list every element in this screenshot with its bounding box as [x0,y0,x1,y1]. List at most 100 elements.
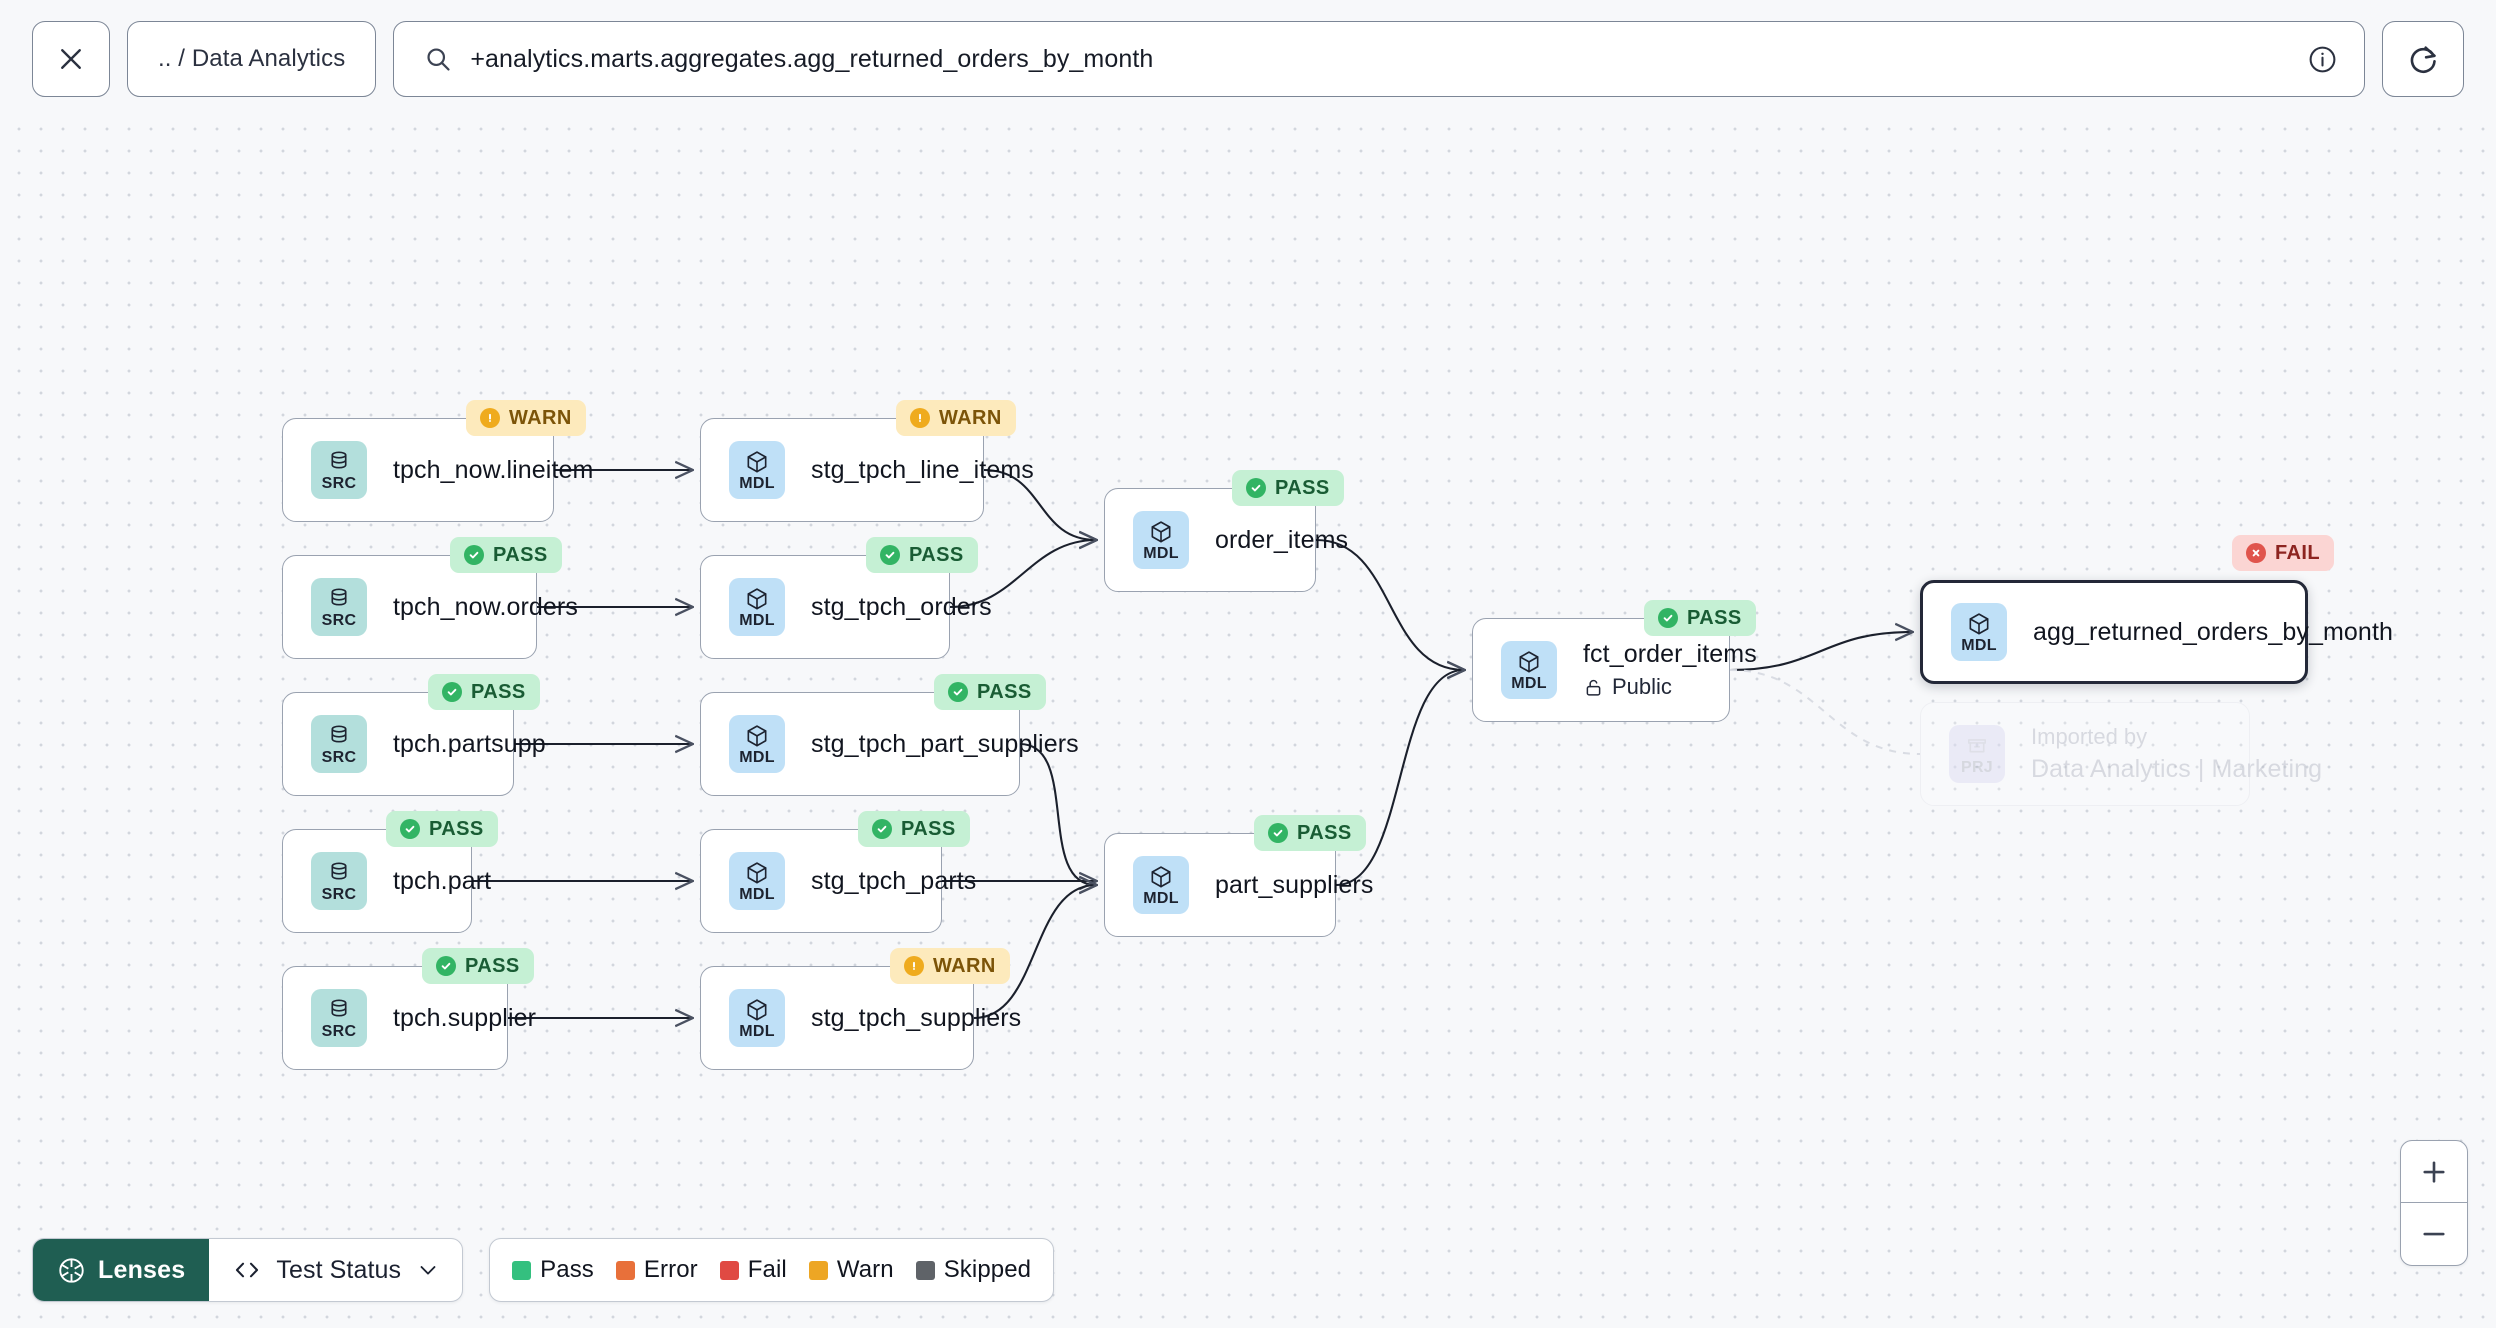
search-input[interactable]: +analytics.marts.aggregates.agg_returned… [393,21,2365,97]
minus-icon [2423,1232,2445,1236]
status-badge-order_items[interactable]: PASS [1232,470,1344,506]
status-badge-stg_tpch_parts[interactable]: PASS [858,811,970,847]
legend-label: Skipped [943,1256,1032,1283]
cube-icon [747,861,767,883]
check-icon [1251,484,1261,492]
node-body: tpch.partsupp [393,730,546,759]
status-dot [2246,543,2266,563]
zoom-out-button[interactable] [2401,1203,2467,1265]
legend-item-fail[interactable]: Fail [719,1256,787,1284]
check-icon [469,551,479,559]
aperture-icon [59,1257,84,1283]
cube-icon [747,998,767,1020]
status-badge-stg_tpch_orders[interactable]: PASS [866,537,978,573]
node-type-label: MDL [1143,889,1179,907]
zoom-in-button[interactable] [2401,1141,2467,1203]
status-badge-part_suppliers[interactable]: PASS [1254,815,1366,851]
check-icon [441,962,451,970]
node-body: agg_returned_orders_by_month [2033,618,2393,647]
status-badge-label: FAIL [2275,541,2320,564]
mdl-type-tile: MDL [729,578,785,636]
lenses-label: Lenses [98,1255,186,1284]
node-type-label: MDL [1143,544,1179,562]
info-icon[interactable] [2307,44,2338,75]
test-status-dropdown[interactable]: Test Status [209,1239,462,1301]
status-badge-tpch_now_lineitem[interactable]: WARN [466,400,586,436]
legend-label: Pass [540,1256,594,1283]
node-title: tpch_now.orders [393,592,578,621]
status-badge-label: PASS [901,817,956,840]
legend-item-error[interactable]: Error [615,1256,698,1284]
test-status-label: Test Status [276,1255,402,1284]
legend-swatch [808,1260,828,1280]
node-body: tpch_now.lineitem [393,455,594,485]
status-badge-stg_tpch_suppliers[interactable]: WARN [890,948,1010,984]
graph-node-stg_tpch_line_items[interactable]: MDL stg_tpch_line_items [700,418,1034,522]
status-dot [442,682,462,702]
node-type-label: SRC [321,1022,357,1040]
node-type-label: SRC [321,748,357,766]
status-badge-label: WARN [509,406,572,429]
node-title: stg_tpch_suppliers [811,1003,1022,1032]
legend-item-skipped[interactable]: Skipped [915,1256,1032,1284]
status-badge-label: PASS [429,817,484,840]
status-badge-label: PASS [465,954,520,977]
node-body: stg_tpch_part_suppliers [811,730,1079,759]
node-type-label: MDL [739,474,775,492]
cube-icon [1519,650,1539,672]
node-body: tpch_now.orders [393,592,578,622]
mdl-type-tile: MDL [1951,603,2007,661]
legend-item-pass[interactable]: Pass [512,1256,594,1284]
status-badge-fct_order_items[interactable]: PASS [1644,600,1756,636]
status-dot [904,956,924,976]
status-dot [910,408,930,428]
status-legend: Pass Error Fail Warn Skipped [489,1238,1055,1302]
status-badge-tpch_supplier[interactable]: PASS [422,948,534,984]
mdl-type-tile: MDL [1133,856,1189,914]
legend-swatch [615,1260,635,1280]
close-button[interactable] [32,21,110,97]
status-badge-agg_returned_orders_by_month[interactable]: FAIL [2232,535,2334,571]
status-dot [436,956,456,976]
graph-node-agg_returned_orders_by_month[interactable]: MDL agg_returned_orders_by_month [1920,580,2393,684]
lineage-edge [1019,742,1096,885]
node-body: tpch.part [393,867,491,896]
node-type-label: PRJ [1960,758,1994,776]
status-badge-stg_tpch_part_suppliers[interactable]: PASS [934,674,1046,710]
status-badge-label: WARN [939,406,1002,429]
lenses-button[interactable]: Lenses [33,1239,210,1301]
status-dot [880,545,900,565]
status-badge-stg_tpch_line_items[interactable]: WARN [896,400,1016,436]
node-body: stg_tpch_orders [811,592,992,622]
src-type-tile: SRC [311,441,367,499]
node-title: tpch_now.lineitem [393,455,594,484]
error-icon [2252,549,2260,557]
status-badge-label: PASS [1297,821,1352,844]
node-type-label: MDL [739,748,775,766]
node-body: stg_tpch_suppliers [811,1003,1022,1033]
status-badge-tpch_partsupp[interactable]: PASS [428,674,540,710]
warning-icon [913,961,915,970]
node-title: stg_tpch_orders [811,592,992,621]
mdl-type-tile: MDL [729,989,785,1047]
warning-icon [919,413,921,422]
status-dot [400,819,420,839]
cube-icon [1969,612,1989,634]
node-body: tpch.supplier [393,1004,536,1033]
cube-icon [747,587,767,609]
breadcrumb[interactable]: .. / Data Analytics [127,21,377,97]
src-type-tile: SRC [311,578,367,636]
status-badge-tpch_part[interactable]: PASS [386,811,498,847]
legend-swatch [719,1260,739,1280]
node-type-label: MDL [739,611,775,629]
status-badge-tpch_now_orders[interactable]: PASS [450,537,562,573]
refresh-button[interactable] [2382,21,2464,97]
chevron-down-icon [420,1266,436,1275]
cube-icon [1151,520,1171,542]
legend-item-warn[interactable]: Warn [808,1256,894,1284]
node-body: stg_tpch_line_items [811,456,1034,485]
node-subtitle-top: Imported by [2031,724,2148,749]
mdl-type-tile: MDL [1133,511,1189,569]
